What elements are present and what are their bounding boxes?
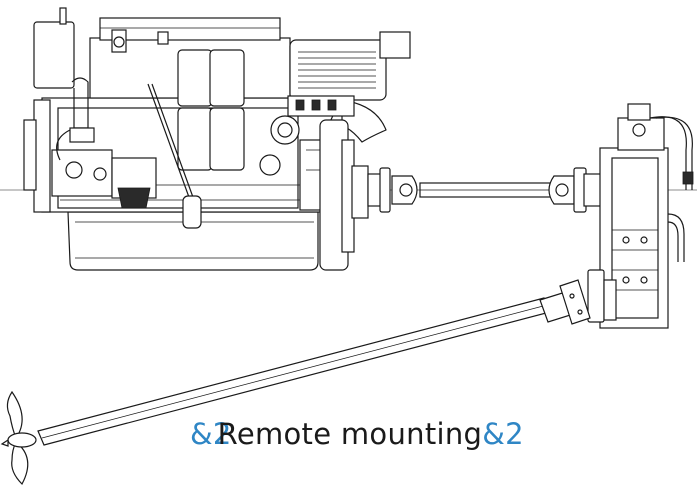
marine-engine-icon [23,7,418,271]
diagram-caption: &2Remote mounting&2 [190,414,524,454]
caption-text: Remote mounting [217,417,483,451]
propeller-shaft [37,279,591,446]
propeller-icon [0,390,37,485]
drive-shaft-icon [419,167,603,213]
caption-prefix-token: &2 [190,417,232,451]
caption-suffix-token: &2 [482,417,524,451]
v-drive-gearbox-icon [587,103,694,329]
